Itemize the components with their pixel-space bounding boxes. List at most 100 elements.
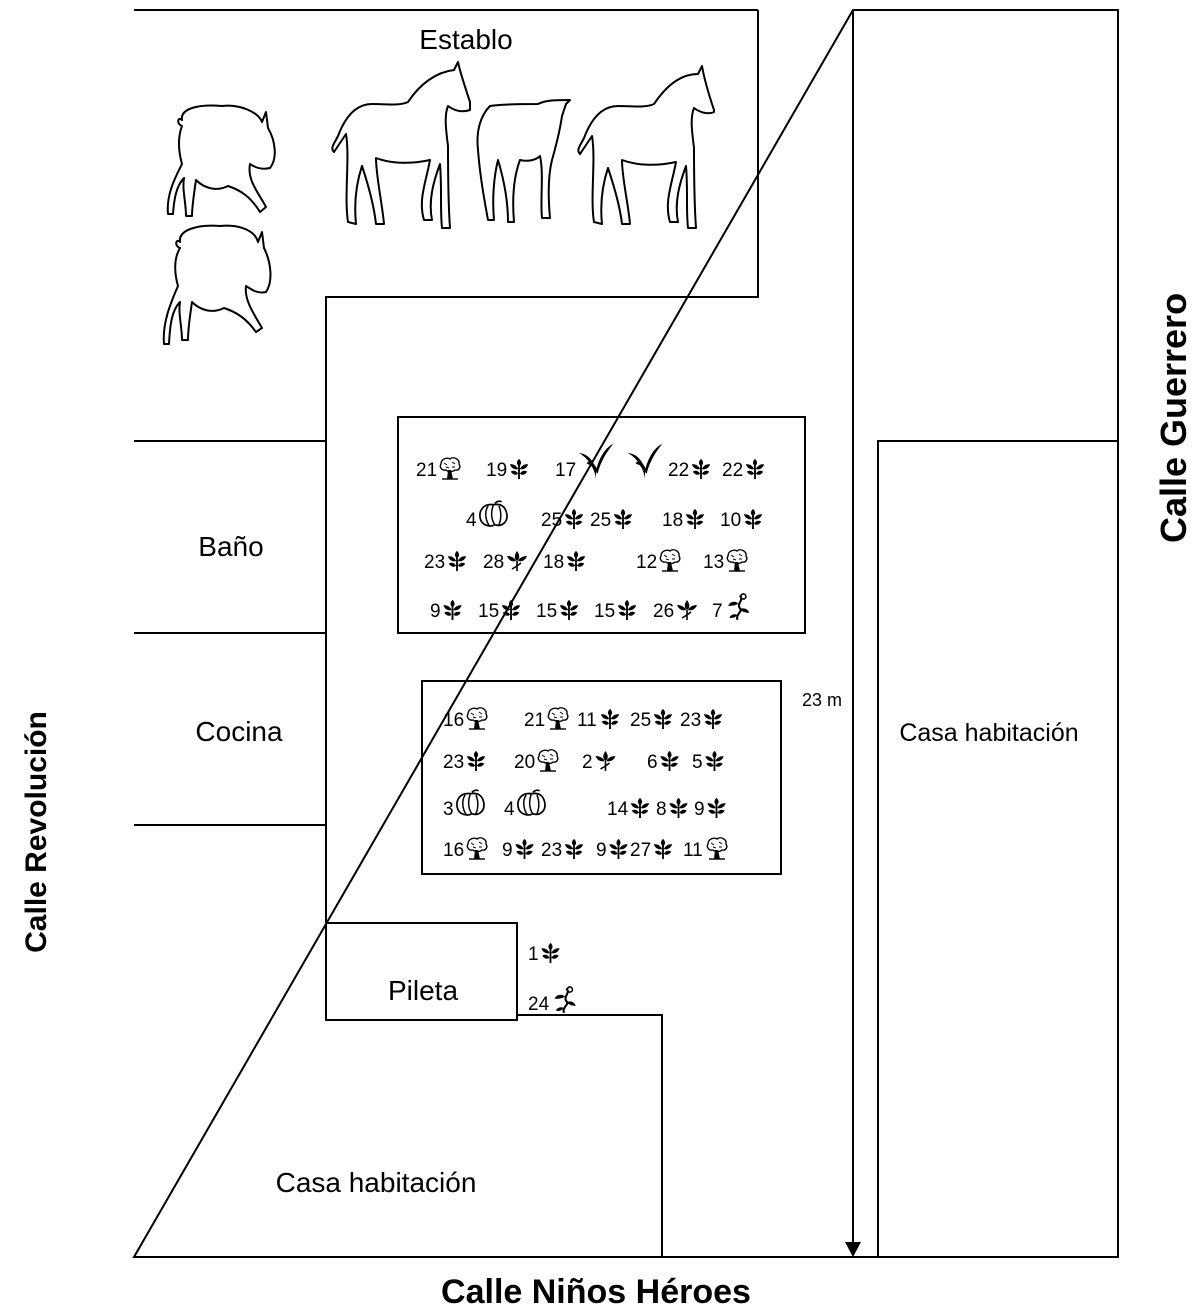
tree-icon — [439, 457, 461, 480]
flower-icon — [676, 599, 698, 621]
sink-box — [325, 922, 518, 1021]
plant-entry: 25 — [590, 508, 633, 531]
plant-entry: 16 — [443, 707, 488, 731]
plant-number: 24 — [528, 994, 550, 1015]
leaf-icon — [745, 458, 765, 480]
plant-number: 9 — [694, 799, 705, 820]
stable-wall — [134, 10, 759, 442]
bottom-house-label: Casa habitación — [276, 1167, 477, 1198]
kitchen-label: Cocina — [195, 716, 283, 747]
plant-entry: 12 — [636, 549, 681, 573]
vine-icon — [553, 986, 577, 1014]
plant-entry: 22 — [722, 458, 765, 481]
bathroom-label: Baño — [198, 531, 263, 562]
flower-icon — [594, 750, 617, 772]
right-house-label: Casa habitación — [899, 719, 1078, 747]
garden-plot-1 — [397, 416, 806, 634]
tree-icon — [547, 707, 569, 730]
plant-number: 11 — [577, 710, 597, 731]
leaf-icon — [566, 550, 586, 572]
loose-plants: 1 24 — [528, 942, 577, 1015]
leaf-icon — [501, 599, 521, 621]
tree-icon — [466, 837, 488, 860]
plant-entry: 15 — [594, 599, 637, 622]
plant-entry: 3 — [443, 789, 485, 820]
plant-number: 12 — [636, 552, 657, 573]
tree-icon — [726, 549, 748, 572]
plant-number: 18 — [662, 510, 683, 531]
leaf-icon — [660, 750, 679, 772]
pumpkin-icon — [517, 789, 546, 816]
plant-entry: 21 — [416, 457, 461, 481]
plant-number: 14 — [607, 799, 629, 820]
plant-number: 22 — [668, 460, 689, 481]
flower-icon — [506, 550, 528, 572]
leaf-icon — [653, 708, 673, 730]
plant-number: 26 — [653, 601, 674, 622]
animals-group — [162, 61, 715, 345]
plant-number: 23 — [443, 752, 464, 773]
plant-entry: 9 — [596, 838, 628, 861]
plant-entry: 23 — [541, 838, 584, 861]
leaf-icon — [515, 838, 534, 860]
plant-entry: 10 — [720, 508, 763, 531]
plant-number: 23 — [424, 552, 445, 573]
leaf-icon — [669, 797, 688, 819]
plant-entry: 14 — [607, 797, 650, 820]
street-bottom-label: Calle Niños Héroes — [441, 1273, 751, 1311]
plant-number: 20 — [514, 752, 535, 773]
leaf-icon — [685, 508, 705, 530]
sink-label: Pileta — [388, 975, 458, 1006]
leaf-icon — [705, 750, 724, 772]
plant-entry: 16 — [443, 837, 488, 861]
plant-number: 8 — [656, 799, 667, 820]
plant-entry: 11 — [683, 837, 728, 861]
pumpkin-icon — [456, 789, 485, 816]
plant-number: 15 — [478, 601, 499, 622]
vine-icon — [727, 593, 751, 621]
plant-entry: 15 — [478, 599, 521, 622]
horse-2-icon — [476, 99, 571, 223]
plant-number: 11 — [683, 840, 703, 861]
plant-entry: 20 — [514, 749, 559, 773]
plant-number: 25 — [541, 510, 562, 531]
plant-number: 3 — [443, 799, 454, 820]
plant-number: 23 — [541, 840, 562, 861]
dimension-label: 23 m — [802, 690, 842, 710]
plant-entry: 7 — [712, 593, 751, 622]
street-right-label: Calle Guerrero — [1153, 293, 1194, 543]
plant-number: 6 — [647, 752, 658, 773]
plant-entry: 13 — [703, 549, 748, 573]
plant-entry: 28 — [483, 550, 528, 573]
plant-entry: 2 — [582, 750, 617, 773]
plant-entry: 6 — [647, 750, 679, 773]
pumpkin-icon — [479, 500, 508, 527]
plant-number: 1 — [528, 944, 539, 965]
dimension-arrow — [845, 1242, 861, 1257]
pig-1-icon — [166, 104, 276, 217]
leaf-icon — [564, 508, 584, 530]
horse-3-icon — [577, 65, 715, 229]
plant-number: 9 — [430, 601, 441, 622]
tree-icon — [466, 707, 488, 730]
stable-label: Establo — [419, 24, 512, 55]
plant-entry: 18 — [662, 508, 705, 531]
plant-entry: 5 — [692, 750, 724, 773]
plant-entry: 9 — [694, 797, 726, 820]
plant-number: 10 — [720, 510, 741, 531]
plant-entry: 24 — [528, 986, 577, 1015]
plant-number: 22 — [722, 460, 743, 481]
plant-entry: 21 — [524, 707, 569, 731]
leaf-icon — [564, 838, 584, 860]
leaf-icon — [743, 508, 763, 530]
leaf-icon — [541, 942, 560, 964]
plant-number: 21 — [524, 710, 545, 731]
plant-entry: 23 — [680, 708, 723, 731]
leaf-icon — [447, 550, 467, 572]
plant-entry: 22 — [668, 458, 711, 481]
plant-entry: 4 — [504, 789, 546, 820]
property-boundary — [132, 9, 1119, 1258]
plant-entry: 15 — [536, 599, 579, 622]
plant-entry: 1 — [528, 942, 560, 965]
